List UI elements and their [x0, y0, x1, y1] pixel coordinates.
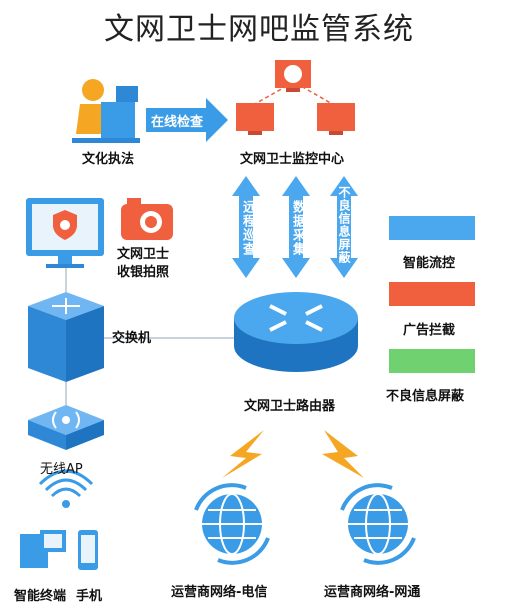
data-collection-arrow [282, 176, 310, 278]
online-check-arrow [146, 98, 228, 142]
isp-telecom-label: 运营商网络-电信 [171, 585, 268, 600]
legend-swatch-ad-block [389, 282, 475, 306]
enforcement-officer-icon [72, 79, 140, 143]
lightning-left-icon [222, 430, 264, 478]
legend-label-bad-info-block: 不良信息屏蔽 [386, 389, 465, 404]
remote-patrol-label: 远程巡查 [240, 200, 255, 256]
cashier-photo-label-1: 文网卫士 [117, 247, 170, 262]
switch-label: 交换机 [112, 331, 152, 346]
router-icon [234, 292, 358, 372]
cashier-photo-label-2: 收银拍照 [117, 265, 170, 280]
legend-swatch-flow-control [389, 216, 475, 240]
legend-label-flow-control: 智能流控 [403, 256, 456, 271]
pc-shield-icon [26, 198, 104, 268]
page-title: 文网卫士网吧监管系统 [104, 12, 414, 47]
smart-terminal-label: 智能终端 [14, 589, 67, 604]
data-collection-label: 数据采集 [290, 200, 305, 256]
bad-info-block-arrow [330, 176, 358, 278]
isp-unicom-label: 运营商网络-网通 [324, 585, 421, 600]
router-label: 文网卫士路由器 [244, 399, 336, 414]
monitoring-center-label: 文网卫士监控中心 [240, 152, 345, 167]
smart-terminal-icon [20, 530, 66, 568]
camera-icon [121, 198, 173, 240]
isp-unicom-globe-icon [340, 483, 416, 565]
legend-label-ad-block: 广告拦截 [403, 323, 456, 338]
legend-swatch-bad-info-block [389, 349, 475, 373]
switch-icon [28, 292, 104, 382]
culture-enforcement-label: 文化执法 [82, 152, 135, 167]
bad-info-block-label: 不良信息屏蔽 [337, 186, 351, 264]
phone-icon [78, 530, 98, 570]
phone-label: 手机 [76, 589, 103, 604]
remote-patrol-arrow [232, 176, 260, 278]
wireless-ap-label: 无线AP [40, 462, 83, 477]
lightning-right-icon [322, 430, 364, 478]
isp-telecom-globe-icon [194, 483, 270, 565]
monitoring-center-icon [236, 60, 355, 135]
wireless-ap-icon [28, 405, 104, 450]
wifi-signal-icon [38, 469, 94, 508]
online-check-label: 在线检查 [151, 115, 204, 130]
